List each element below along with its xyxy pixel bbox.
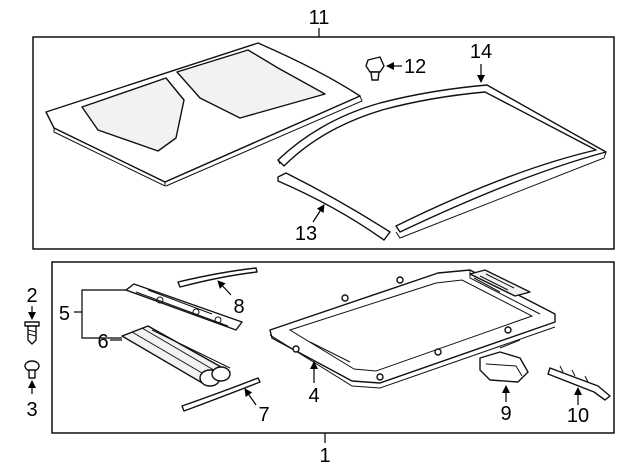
callout-14: 14: [470, 41, 492, 63]
callout-6: 6: [97, 331, 108, 353]
callout-2: 2: [26, 285, 37, 307]
callout-5-bracket-lower: [81, 312, 122, 339]
sunroof-opening-front: [81, 77, 185, 152]
weatherstrip-frame: [277, 84, 607, 239]
bolt: [24, 321, 40, 345]
sunroof-opening-rear: [176, 49, 326, 119]
sunshade-rollers: [121, 325, 231, 387]
screw: [24, 360, 40, 379]
sunroof-frame: [269, 269, 556, 389]
guide-rail: [125, 283, 243, 331]
side-weatherstrip: [277, 172, 391, 241]
sunroof-motor-bracket: [469, 269, 531, 297]
callout-10: 10: [567, 405, 589, 427]
callout-7: 7: [258, 404, 269, 426]
clip-part: [365, 56, 385, 81]
upper-group-box: [32, 36, 615, 250]
callout-3: 3: [26, 399, 37, 421]
drain-bracket: [547, 365, 611, 401]
callout-4: 4: [308, 385, 319, 407]
callout-8: 8: [233, 296, 244, 318]
callout-13-arrow: [312, 204, 325, 223]
sunroof-motor: [479, 351, 529, 383]
callout-5: 5: [59, 303, 70, 325]
roof-panel: [45, 42, 363, 187]
callout-9: 9: [500, 403, 511, 425]
lower-group-box: [51, 261, 615, 434]
callout-13: 13: [295, 223, 317, 245]
callout-1: 1: [319, 445, 330, 467]
callout-5-bracket: [81, 289, 126, 312]
trim-strip-lower: [181, 377, 261, 412]
callout-12: 12: [404, 56, 426, 78]
trim-strip-upper: [177, 267, 258, 288]
callout-11: 11: [309, 7, 330, 29]
callout-7-arrow: [244, 388, 257, 406]
callout-8-arrow: [217, 280, 232, 296]
